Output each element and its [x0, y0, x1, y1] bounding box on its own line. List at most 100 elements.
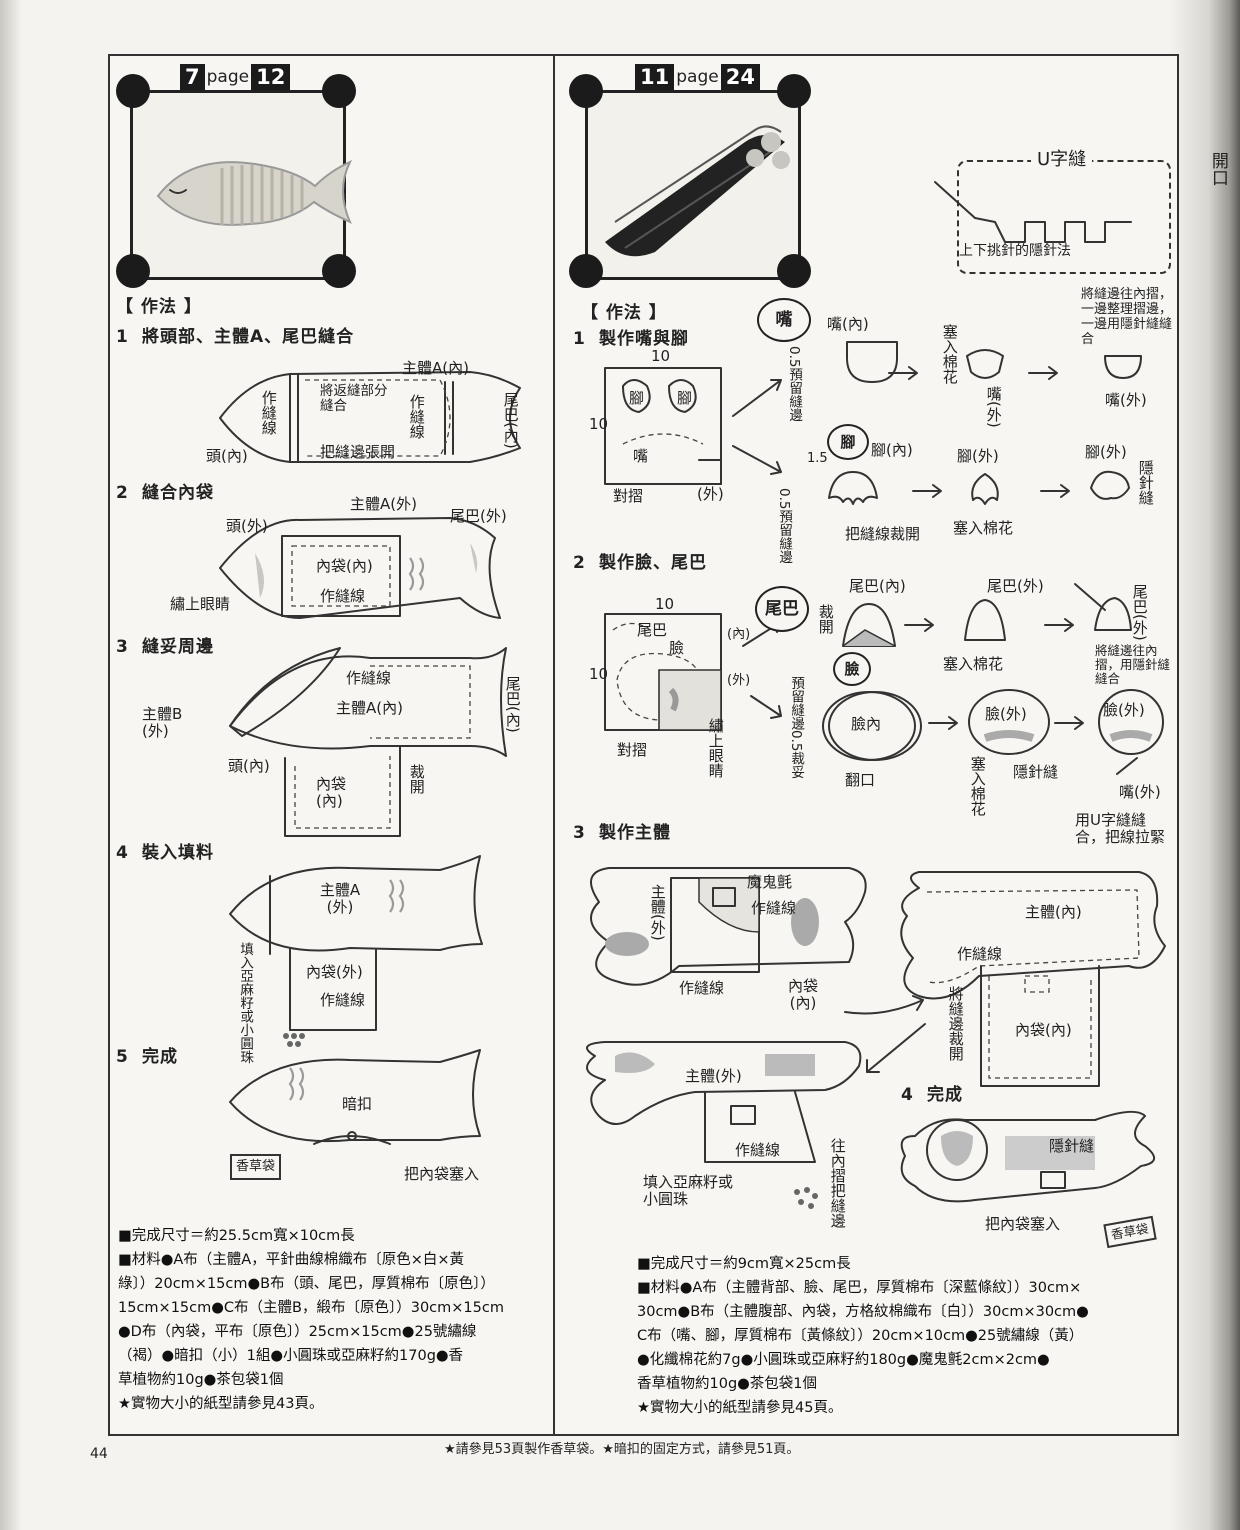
note: 0.5預留縫邊	[786, 346, 803, 422]
page-number: 44	[90, 1446, 108, 1462]
note: 翻口	[845, 771, 876, 789]
note: 內袋(內)	[316, 557, 373, 575]
step4-finished-eel	[900, 1110, 1155, 1203]
note: (外)	[727, 673, 751, 688]
note: 內袋(內)	[1015, 1021, 1072, 1039]
note: 嘴(外)	[984, 386, 1003, 428]
step2-fabric	[604, 613, 722, 731]
footer-note: ★請參見53頁製作香草袋。★暗扣的固定方式，請參見51頁。	[444, 1442, 800, 1457]
note: 尾巴(內)	[849, 577, 906, 595]
note: 臉(外)	[1103, 701, 1145, 719]
note: 作縫線	[346, 669, 392, 687]
note: 10	[651, 347, 671, 365]
note: 主體A (外)	[319, 881, 361, 916]
note: 塞入棉花	[940, 324, 959, 384]
note: 將縫邊裁開	[946, 986, 965, 1061]
step1-diagram	[219, 371, 521, 463]
note: 尾巴	[637, 621, 668, 639]
page-tag-7: 7 page 12	[180, 64, 291, 90]
tail-finished	[1074, 583, 1132, 631]
arrow	[1054, 716, 1084, 730]
page-curl-shadow	[1170, 0, 1240, 1530]
note: 作縫線	[320, 587, 366, 605]
note: 作縫線	[957, 945, 1003, 963]
note: 尾巴(外)	[987, 577, 1044, 595]
frame-corner	[322, 254, 356, 288]
note: 頭(內)	[206, 447, 248, 465]
note: 尾巴(外)	[450, 507, 507, 525]
note: 作縫線	[259, 390, 278, 435]
note: 內袋 (內)	[316, 775, 347, 810]
frame-corner	[777, 254, 811, 288]
note: 繡上眼睛	[170, 595, 231, 613]
note: 隱針縫	[1049, 1137, 1095, 1155]
step1-fabric	[604, 367, 722, 485]
seeds	[794, 1187, 818, 1209]
note: 腳	[629, 389, 645, 407]
note: 主體A(外)	[350, 495, 417, 513]
note: 把內袋塞入	[404, 1165, 480, 1183]
note: 內袋(外)	[306, 963, 363, 981]
note: 腳(外)	[1085, 443, 1127, 461]
arrow	[1044, 618, 1074, 632]
face-piece	[822, 691, 922, 761]
arrow	[888, 366, 918, 380]
frame-corner	[777, 74, 811, 108]
note: 嘴(內)	[827, 315, 869, 333]
note: 內袋(內)	[787, 977, 818, 1012]
foot-piece	[828, 471, 878, 505]
note: 對摺	[613, 487, 644, 505]
tail-stuffed	[964, 599, 1006, 641]
note: 1.5	[807, 451, 828, 466]
note: 隱針縫	[1136, 460, 1155, 505]
note: 主體A(內)	[336, 699, 403, 717]
method-title: 【 作法 】	[116, 297, 202, 317]
materials-spec: ■完成尺寸＝約9cm寬×25cm長 ■材料●A布（主體背部、臉、尾巴，厚質棉布〔…	[637, 1256, 1089, 1416]
bubble-mouth: 嘴	[757, 298, 811, 342]
face-finished	[1098, 689, 1164, 775]
foot-finished	[1090, 470, 1130, 500]
note: 塞入棉花	[968, 756, 987, 816]
note: 將縫邊往內摺，一邊整理摺邊，一邊用隱針縫縫合	[1081, 287, 1173, 347]
step5-diagram	[229, 1049, 481, 1145]
note: 將返縫部分縫合	[320, 383, 388, 414]
side-label: 開口	[1207, 152, 1228, 186]
note: 嘴	[633, 447, 649, 465]
note: 主體(內)	[1025, 903, 1082, 921]
note: 隱針縫	[1013, 763, 1059, 781]
note: 將縫邊往內摺，用隱針縫縫合	[1095, 643, 1171, 686]
arrow	[844, 995, 924, 1015]
note: 主體B (外)	[142, 705, 183, 740]
note: 對摺	[617, 741, 648, 759]
note: (內)	[727, 627, 751, 642]
note: 腳(內)	[871, 441, 913, 459]
note: 臉內	[851, 715, 882, 733]
note: 作縫線	[751, 899, 797, 917]
note: (外)	[697, 485, 724, 503]
note: 作縫線	[735, 1141, 781, 1159]
note: 往內摺把縫邊	[828, 1138, 847, 1228]
frame-corner	[322, 74, 356, 108]
note: 臉	[669, 639, 685, 657]
note: 裁開	[816, 604, 835, 634]
step3-body-in	[900, 871, 1166, 1087]
note: 把縫線裁開	[845, 525, 921, 543]
note: 用U字縫縫合，把線拉緊	[1075, 811, 1166, 846]
note: 10	[589, 665, 609, 683]
note: 作縫線	[320, 991, 366, 1009]
note: 作縫線	[679, 979, 725, 997]
note: 把縫邊張開	[320, 443, 396, 461]
face-stuffed	[968, 689, 1050, 755]
bubble-face: 臉	[833, 652, 871, 686]
note: 尾巴(內)	[501, 392, 520, 449]
note: 香草袋	[230, 1154, 282, 1181]
note: 嘴(外)	[1105, 391, 1147, 409]
note: 魔鬼氈	[747, 873, 793, 891]
bubble-foot: 腳	[827, 424, 869, 460]
